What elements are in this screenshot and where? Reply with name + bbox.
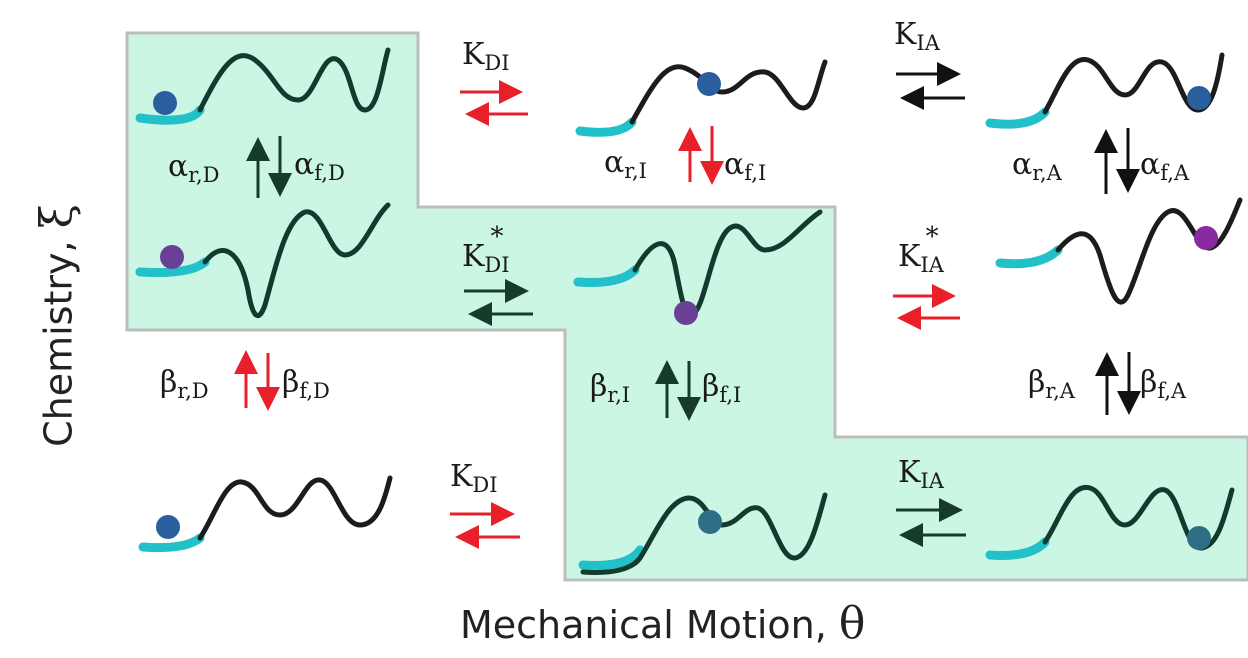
x-axis-symbol: θ <box>838 598 866 649</box>
arrows-alpha-d <box>246 136 292 198</box>
landscape-bottom-middle <box>578 492 828 575</box>
x-axis-label: Mechanical Motion, θ <box>460 598 866 649</box>
state-ball <box>160 245 184 269</box>
state-ball <box>697 72 721 96</box>
state-ball <box>1187 526 1211 550</box>
arrows-beta-a <box>1095 352 1141 415</box>
label-alpha-f-a: αf,A <box>1140 147 1190 185</box>
arrows-kdi-star <box>464 279 533 326</box>
label-alpha-f-i: αf,I <box>724 147 767 185</box>
landscape-mid-middle <box>573 209 823 325</box>
landscape-top-middle <box>575 59 828 137</box>
label-beta-r-i: βr,I <box>590 369 631 407</box>
landscape-bottom-right <box>985 484 1235 560</box>
landscape-top-right <box>985 52 1225 129</box>
arrows-kia-top <box>896 62 965 110</box>
landscape-mid-left <box>135 202 391 319</box>
label-beta-f-i: βf,I <box>702 369 742 407</box>
label-beta-f-d: βf,D <box>282 365 330 403</box>
label-kia-bottom: KIA <box>898 455 944 493</box>
state-ball <box>1194 226 1218 250</box>
label-kia-star: K*IA <box>898 222 944 277</box>
arrows-kdi-bottom <box>450 502 520 549</box>
label-beta-f-a: βf,A <box>1140 365 1187 403</box>
label-kia-top: KIA <box>894 17 940 55</box>
arrows-alpha-i <box>678 126 724 185</box>
arrows-beta-d <box>234 350 280 411</box>
arrows-kia-bottom <box>896 498 966 547</box>
y-axis-label: Chemistry, ξ <box>31 204 83 447</box>
y-axis-symbol: ξ <box>31 204 83 229</box>
label-alpha-r-i: αr,I <box>604 145 647 183</box>
label-alpha-r-d: αr,D <box>168 149 220 187</box>
state-ball <box>153 91 177 115</box>
state-ball <box>698 510 722 534</box>
arrows-kdi-top <box>460 80 528 126</box>
label-alpha-f-d: αf,D <box>294 147 345 185</box>
state-ball <box>1187 86 1211 110</box>
arrows-kia-star <box>893 284 960 330</box>
state-ball <box>674 301 698 325</box>
label-beta-r-a: βr,A <box>1028 365 1075 403</box>
landscape-top-left <box>135 47 391 125</box>
state-ball <box>156 515 180 539</box>
landscape-bottom-left <box>138 475 393 553</box>
label-alpha-r-a: αr,A <box>1012 147 1062 185</box>
arrows-alpha-a <box>1094 128 1140 194</box>
landscape-mid-right <box>995 197 1243 305</box>
label-beta-r-d: βr,D <box>160 365 209 403</box>
label-kdi-top: KDI <box>462 37 510 75</box>
arrows-beta-i <box>655 360 701 421</box>
label-kdi-bottom: KDI <box>450 459 498 497</box>
label-kdi-star: K*DI <box>462 222 510 277</box>
